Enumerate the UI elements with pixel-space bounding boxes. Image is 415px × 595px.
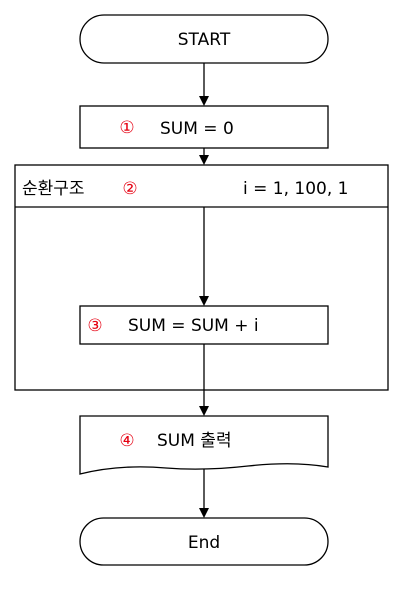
edge-loop-to-body: [199, 207, 209, 306]
loop-structure: 순환구조 ② i = 1, 100, 1: [14, 164, 389, 391]
arrowhead: [199, 508, 209, 518]
start-label: START: [178, 30, 231, 50]
arrowhead: [199, 406, 209, 416]
step-number-4: ④: [119, 431, 134, 451]
init-label: SUM = 0: [160, 119, 234, 139]
arrowhead: [199, 96, 209, 106]
body-process-box: [79, 305, 329, 345]
end-terminator-shape: [79, 517, 329, 566]
output-document-shape: [79, 415, 329, 475]
init-process-box: [79, 105, 329, 149]
edge-output-to-end: [199, 469, 209, 518]
loop-condition: i = 1, 100, 1: [243, 179, 348, 199]
step-number-1: ①: [119, 118, 134, 138]
output-document-node: ④ SUM 출력: [79, 415, 329, 475]
body-process-node: ③ SUM = SUM + i: [79, 305, 329, 345]
step-number-3: ③: [87, 316, 102, 336]
edge-body-to-output: [199, 344, 209, 416]
edge-start-to-init: [199, 63, 209, 106]
output-label: SUM 출력: [157, 431, 232, 451]
body-label: SUM = SUM + i: [128, 316, 259, 336]
end-node: End: [79, 517, 329, 566]
init-process-node: ① SUM = 0: [79, 105, 329, 149]
end-label: End: [188, 533, 220, 553]
arrowhead: [199, 155, 209, 165]
arrowhead: [199, 296, 209, 306]
step-number-2: ②: [122, 179, 137, 199]
edge-init-to-loop: [199, 148, 209, 165]
loop-title: 순환구조: [22, 179, 85, 199]
loop-outer-box: [14, 164, 389, 391]
start-node: START: [79, 14, 329, 64]
